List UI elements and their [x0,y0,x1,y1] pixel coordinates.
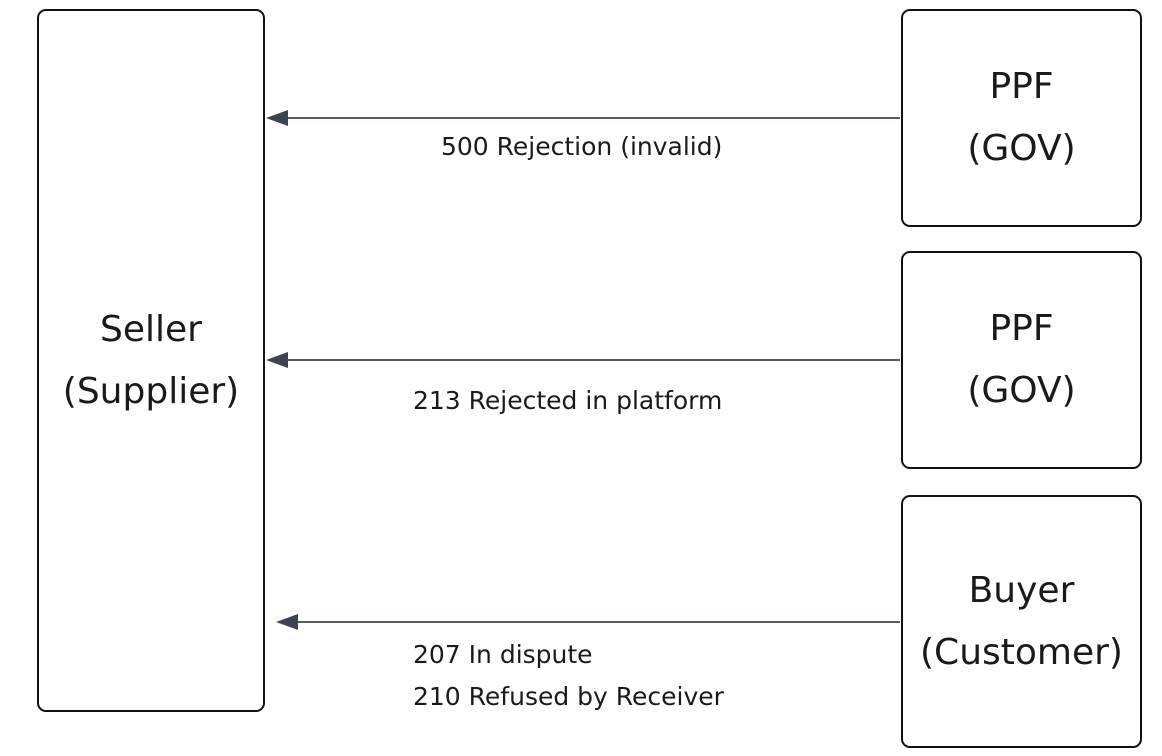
edge-label-3-line-2: 210 Refused by Receiver [413,682,724,711]
ppf-node-1-title: PPF [989,66,1054,107]
edge-label-3-line-1: 207 In dispute [413,640,593,669]
edge-label-3: 207 In dispute 210 Refused by Receiver [413,634,724,718]
buyer-node-subtitle: (Customer) [920,631,1123,673]
seller-node-subtitle: (Supplier) [62,370,240,412]
edge-arrow-3 [276,614,900,630]
buyer-node-title: Buyer [968,569,1075,611]
edge-label-2: 213 Rejected in platform [413,380,722,422]
ppf-node-1-subtitle: (GOV) [967,128,1076,169]
ppf-node-1: PPF (GOV) [901,9,1142,227]
edge-label-1: 500 Rejection (invalid) [441,126,722,168]
seller-node-title: Seller [100,308,202,350]
seller-node: Seller (Supplier) [37,9,265,712]
ppf-node-2-subtitle: (GOV) [967,370,1076,411]
buyer-node: Buyer (Customer) [901,495,1142,748]
ppf-node-2: PPF (GOV) [901,251,1142,469]
edge-arrow-2 [266,352,900,368]
ppf-node-2-title: PPF [989,308,1054,349]
edge-arrow-1 [266,110,900,126]
edge-label-2-line-1: 213 Rejected in platform [413,386,723,415]
edge-label-1-line-1: 500 Rejection (invalid) [441,132,723,161]
